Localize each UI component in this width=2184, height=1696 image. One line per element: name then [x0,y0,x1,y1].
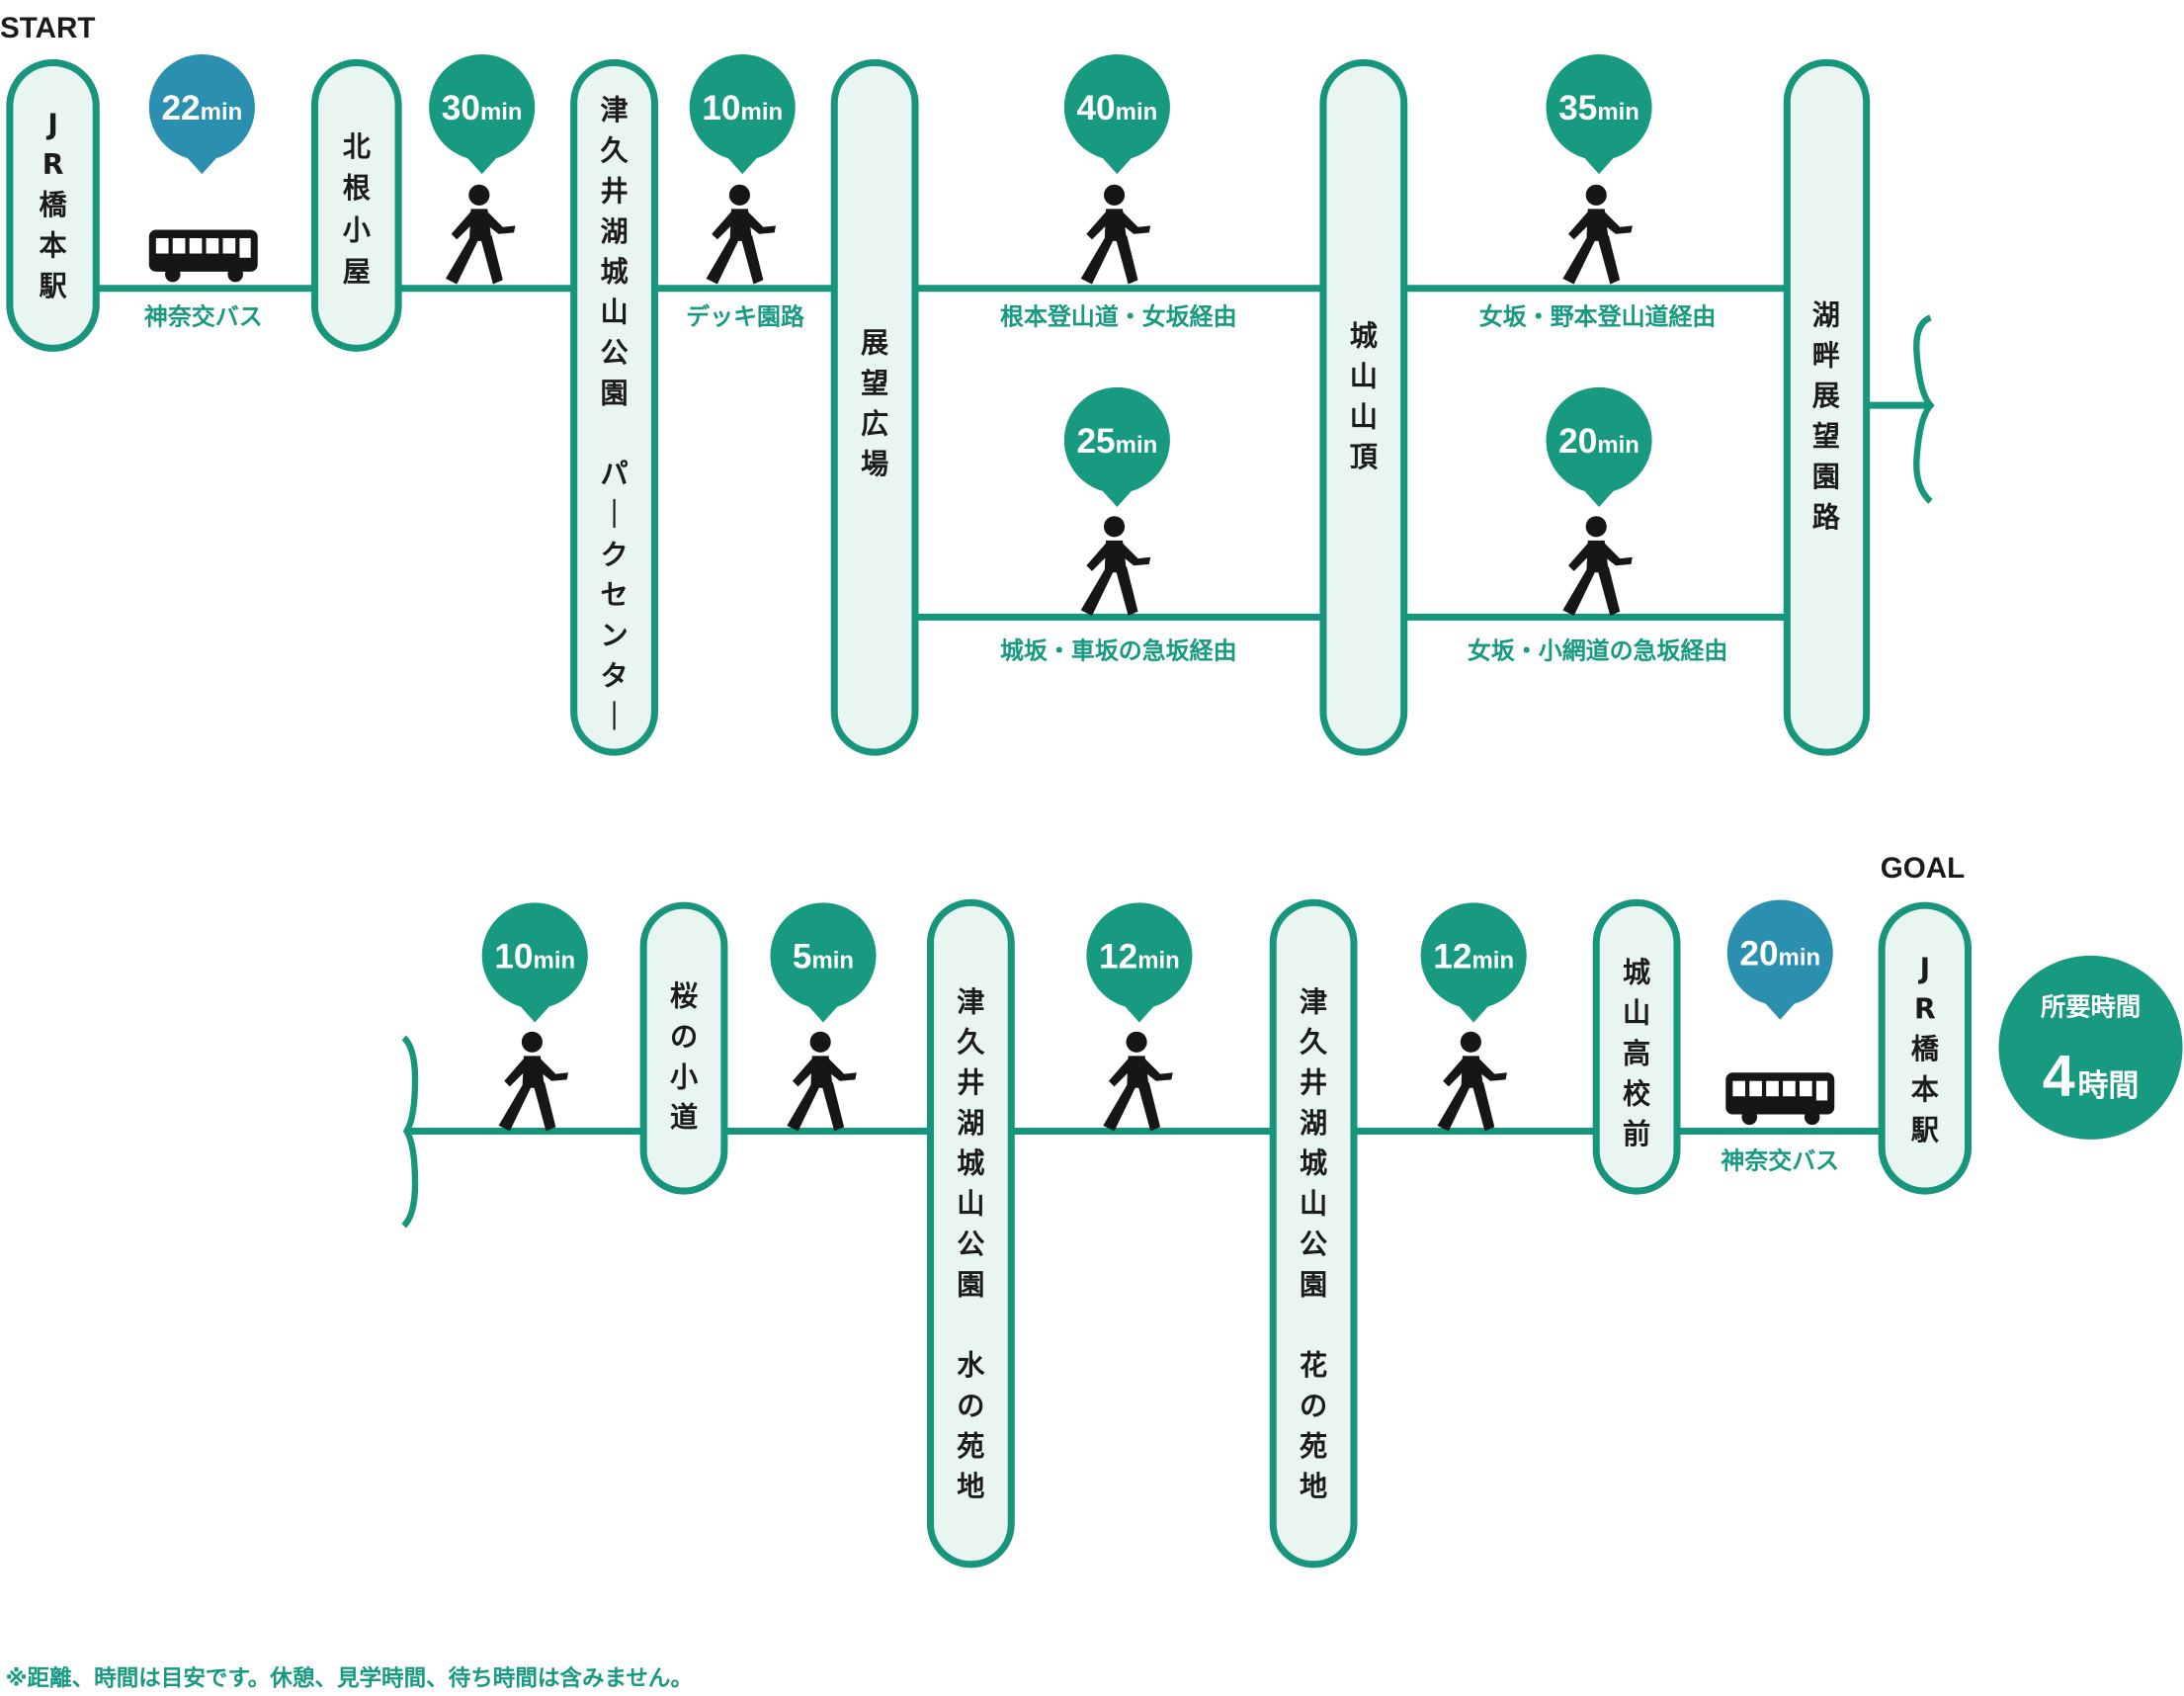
duration-bubble [1546,53,1652,161]
duration-bubble [1063,53,1170,161]
stop-sakura-no-komichi: 桜の小道 [639,901,728,1195]
duration-bubble [1420,902,1527,1009]
segment-s1: 22min 神奈交バス [144,53,263,330]
duration-bubble [429,53,536,161]
segment-s10: 20min 神奈交バス [1721,899,1839,1175]
walking-person-icon [1103,1031,1173,1132]
stop-label: 城山高校前 [1623,957,1651,1150]
route-label: 城坂・車坂の急坂経由 [1000,637,1237,665]
walking-person-icon [1437,1031,1508,1132]
duration-text: 12min [1099,938,1180,976]
stop-kohan-tenbou-enro: 湖畔展望園路 [1783,58,1871,756]
walking-person-icon [706,184,777,285]
stop-shiroyama-sanchou: 城山山頂 [1319,58,1408,756]
segment-s7: 5min [770,902,877,1132]
duration-text: 35min [1558,89,1639,127]
walking-person-icon [446,184,516,285]
duration-bubble [1063,386,1170,493]
route-label: デッキ園路 [686,302,805,330]
duration-bubble [148,53,255,161]
walking-person-icon [1080,516,1151,616]
stop-tsukui-park-center: 津久井湖城山公園パ｜クセンタ｜ [570,58,658,756]
duration-bubble [1546,386,1652,493]
stop-label: 津久井湖城山公園花の苑地 [1300,985,1328,1502]
segment-s4a: 40min 根本登山道・女坂経由 [1000,53,1237,330]
route-label: 女坂・野本登山道経由 [1479,302,1717,330]
stop-label: 城山山頂 [1350,320,1379,474]
duration-text: 20min [1739,935,1820,974]
duration-bubble [770,902,877,1009]
walking-person-icon [787,1031,857,1132]
duration-bubble [481,902,588,1009]
duration-bubble [1726,899,1833,1006]
segment-s6: 10min [481,902,588,1132]
bus-icon [148,229,258,283]
stop-label: 桜の小道 [670,980,699,1135]
duration-text: 25min [1076,422,1157,461]
route-label: 女坂・小網道の急坂経由 [1468,637,1728,665]
route-label: 神奈交バス [1721,1147,1839,1175]
segment-s9: 12min [1420,902,1527,1132]
segment-s8: 12min [1086,902,1193,1132]
duration-bubble [689,53,796,161]
stop-kitane-koya: 北根小屋 [311,58,402,352]
total-time-label: 所要時間 [2041,991,2141,1021]
bus-icon [1725,1072,1835,1126]
duration-text: 5min [793,938,854,976]
stop-label: 湖畔展望園路 [1812,298,1841,533]
footnote: ※距離、時間は目安です。休憩、見学時間、待ち時間は含みません。 [6,1664,693,1691]
duration-text: 10min [494,938,575,976]
duration-text: 40min [1076,89,1157,127]
segment-s2: 30min [429,53,536,285]
stop-tsukui-mizu-no-enchi: 津久井湖城山公園水の苑地 [926,898,1015,1569]
route-label: 根本登山道・女坂経由 [1000,302,1237,330]
wavy-brace-icon [1913,314,1935,504]
duration-text: 10min [702,89,783,127]
stop-label: 展望広場 [861,327,889,481]
stop-shiroyama-koukou-mae: 城山高校前 [1592,898,1681,1195]
stop-label: 北根小屋 [343,130,372,289]
duration-text: 12min [1433,938,1514,976]
start-marker: START [0,12,95,44]
stop-label: 津久井湖城山公園水の苑地 [957,985,985,1502]
wavy-brace-icon [401,1035,419,1229]
walking-person-icon [1562,516,1633,616]
duration-text: 22min [161,89,242,127]
stop-tenbou-hiroba: 展望広場 [830,58,919,756]
segment-s5a: 35min 女坂・野本登山道経由 [1479,53,1717,330]
duration-bubble [1086,902,1193,1009]
stop-tsukui-hana-no-enchi: 津久井湖城山公園花の苑地 [1269,898,1358,1569]
segment-s4b: 25min 城坂・車坂の急坂経由 [1000,386,1237,665]
stop-label: 津久井湖城山公園パ｜クセンタ｜ [600,94,629,732]
duration-text: 20min [1558,422,1639,461]
segment-s5b: 20min 女坂・小網道の急坂経由 [1468,386,1728,665]
duration-text: 30min [442,89,523,127]
walking-person-icon [498,1031,569,1132]
walking-person-icon [1080,184,1151,285]
walking-person-icon [1562,184,1633,285]
goal-marker: GOAL [1881,852,1965,885]
segment-s3: 10min デッキ園路 [686,53,805,330]
route-label: 神奈交バス [144,302,263,330]
